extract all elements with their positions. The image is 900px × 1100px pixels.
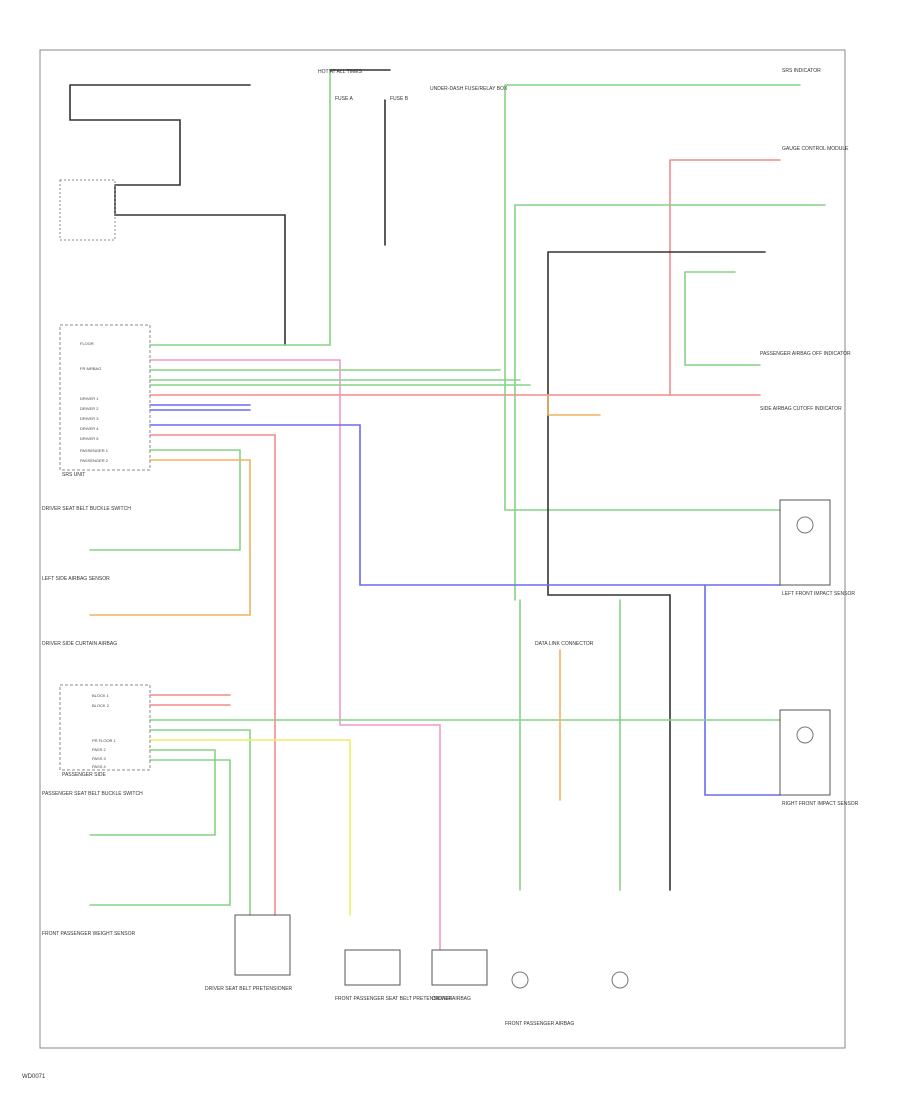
wire-black (547, 251, 766, 891)
wire-orange (89, 459, 251, 616)
srs-unit-label: SRS UNIT (62, 472, 85, 478)
srs-unit: SRS UNIT FLOOR FR AIRBAG DRIVER 1 DRIVER… (59, 324, 151, 478)
passenger-pin: PASS 4 (92, 764, 106, 769)
wire-green (504, 84, 801, 511)
wire-green (89, 759, 231, 906)
wire-blue (149, 404, 781, 586)
label-passenger-airbag-off: PASSENGER AIRBAG OFF INDICATOR (760, 351, 851, 357)
wire-green (149, 69, 331, 346)
srs-pin: DRIVER 2 (80, 406, 99, 411)
srs-pin: DRIVER 4 (80, 426, 99, 431)
label-front-passenger-weight: FRONT PASSENGER WEIGHT SENSOR (42, 931, 135, 937)
srs-pin: FLOOR (80, 341, 94, 346)
passenger-pin: BLOCK 2 (92, 703, 110, 708)
label-side-airbag-cutoff: SIDE AIRBAG CUTOFF INDICATOR (760, 406, 842, 412)
label-driver-airbag: DRIVER AIRBAG (432, 996, 471, 1002)
wire-red (669, 159, 781, 396)
passenger-module-box (59, 684, 151, 771)
driver-seat-pretensioner (234, 914, 291, 976)
srs-unit-box (59, 324, 151, 471)
left-front-impact-sensor (779, 499, 831, 586)
label-left-side-sensor: LEFT SIDE AIRBAG SENSOR (42, 576, 110, 582)
srs-pin: PASSENGER 1 (80, 448, 109, 453)
passenger-seat-pretensioner (344, 949, 401, 986)
srs-pin: FR AIRBAG (80, 366, 101, 371)
label-passenger-seat-pretensioner: FRONT PASSENGER SEAT BELT PRETENSIONER (335, 996, 453, 1002)
sensor-icon (796, 726, 814, 744)
wire-green (519, 599, 621, 891)
srs-pin: DRIVER 3 (80, 416, 99, 421)
srs-pin: PASSENGER 2 (80, 458, 109, 463)
label-hot-at-all-times: HOT AT ALL TIMES (318, 69, 363, 75)
label-driver-seat-belt: DRIVER SEAT BELT BUCKLE SWITCH (42, 506, 131, 512)
wire-blue (704, 584, 781, 796)
label-driver-seat-pretensioner: DRIVER SEAT BELT PRETENSIONER (205, 986, 293, 992)
label-gauge-control: GAUGE CONTROL MODULE (782, 146, 849, 152)
passenger-module-label: PASSENGER SIDE (62, 772, 106, 778)
wire-green (514, 204, 826, 601)
label-under-dash-box: UNDER-DASH FUSE/RELAY BOX (430, 86, 508, 92)
label-fuse-a: FUSE A (335, 96, 353, 102)
wire-green (149, 369, 531, 386)
wire-yellow (149, 739, 351, 916)
airbag-icon (611, 971, 629, 989)
srs-pin: DRIVER 5 (80, 436, 99, 441)
right-front-impact-sensor (779, 709, 831, 796)
wire-black (329, 69, 391, 246)
label-dlc: DATA LINK CONNECTOR (535, 641, 594, 647)
label-passenger-seat-belt: PASSENGER SEAT BELT BUCKLE SWITCH (42, 791, 143, 797)
airbag-icon (511, 971, 529, 989)
label-front-passenger-airbag: FRONT PASSENGER AIRBAG (505, 1021, 574, 1027)
label-left-front-impact: LEFT FRONT IMPACT SENSOR (782, 591, 855, 597)
clockspring (59, 179, 116, 241)
wire-orange (547, 394, 601, 416)
label-right-front-impact: RIGHT FRONT IMPACT SENSOR (782, 801, 859, 807)
wire-green (149, 729, 251, 916)
driver-airbag (431, 949, 488, 986)
passenger-module: PASSENGER SIDE BLOCK 1 BLOCK 2 PR FLOOR … (59, 684, 151, 778)
wire-group (69, 69, 826, 951)
wire-green (89, 749, 216, 836)
passenger-pin: BLOCK 1 (92, 693, 110, 698)
label-srs-indicator: SRS INDICATOR (782, 68, 821, 74)
label-driver-side-curtain: DRIVER SIDE CURTAIN AIRBAG (42, 641, 117, 647)
passenger-pin: PASS 3 (92, 756, 106, 761)
srs-pin: DRIVER 1 (80, 396, 99, 401)
wire-pink (149, 359, 441, 951)
sensor-icon (796, 516, 814, 534)
passenger-pin: PASS 2 (92, 747, 106, 752)
label-fuse-b: FUSE B (390, 96, 409, 102)
passenger-pin: PR FLOOR 1 (92, 738, 117, 743)
wire-black (69, 84, 286, 346)
wire-green (89, 449, 241, 551)
footer-code: WD0071 (22, 1074, 46, 1080)
wire-green (684, 271, 761, 366)
wire-red (149, 434, 276, 916)
diagram-border (39, 49, 846, 1049)
